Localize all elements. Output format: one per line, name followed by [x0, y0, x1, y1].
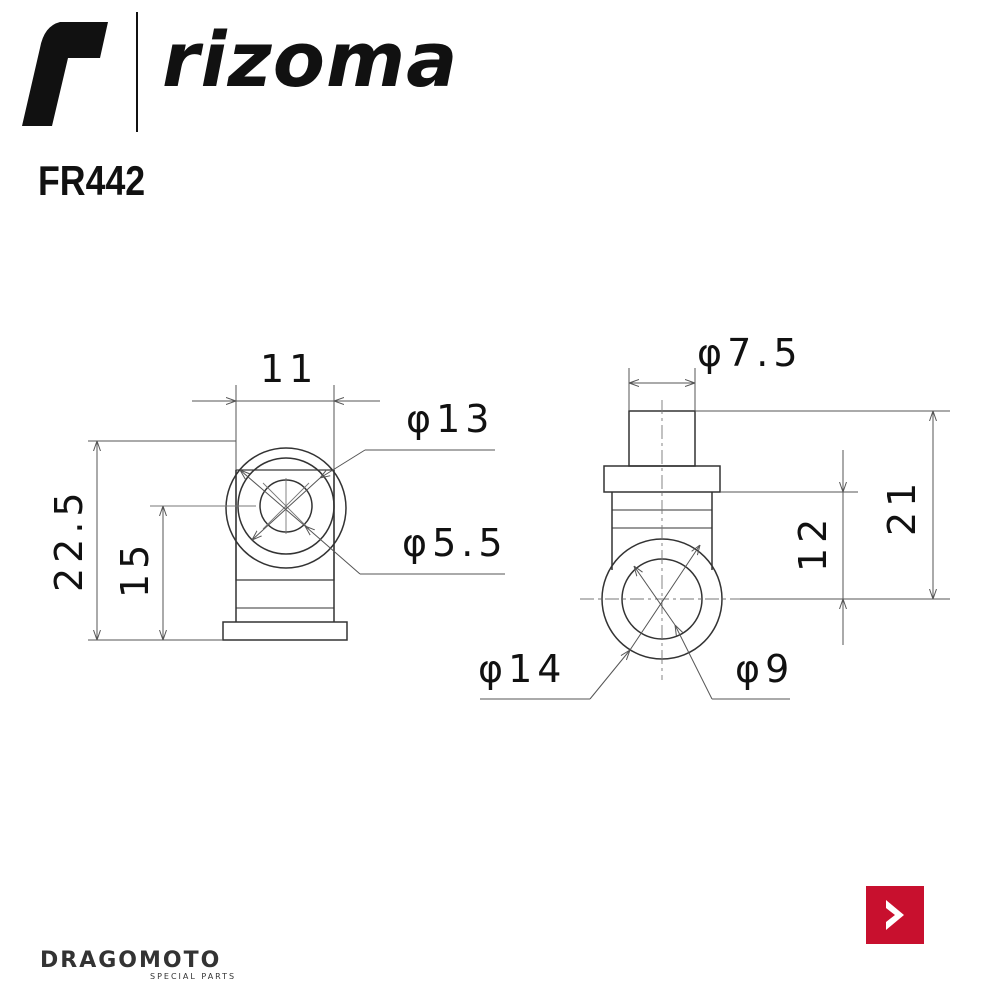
model-code: FR442 — [38, 157, 146, 204]
left-width-label: 11 — [260, 347, 318, 391]
chevron-right-icon — [886, 900, 904, 930]
right-view-centerlines — [580, 400, 740, 680]
right-pin-diameter-label: φ7.5 — [697, 331, 803, 375]
right-center-height-label: 12 — [791, 514, 835, 572]
left-hole-diameter-label: φ5.5 — [402, 521, 508, 565]
right-eye-outer-diameter-label: φ14 — [478, 647, 566, 691]
right-view-dimensions — [480, 368, 950, 700]
dealer-tagline: SPECIAL PARTS — [150, 972, 237, 981]
left-view-dimensions — [88, 385, 505, 641]
left-view-part — [222, 447, 348, 641]
left-outer-diameter-label: φ13 — [406, 397, 494, 441]
next-button[interactable] — [866, 886, 924, 944]
left-center-height-label: 15 — [113, 540, 157, 598]
rizoma-r-logo-icon — [22, 22, 108, 126]
dealer-name: DRAGOMOTO — [40, 948, 222, 973]
right-eye-inner-diameter-label: φ9 — [735, 647, 794, 691]
left-total-height-label: 22.5 — [47, 487, 91, 592]
logo-divider — [136, 12, 138, 132]
right-total-height-label: 21 — [880, 478, 924, 536]
left-view-centerlines — [150, 478, 310, 534]
brand-name: rizoma — [162, 15, 459, 104]
